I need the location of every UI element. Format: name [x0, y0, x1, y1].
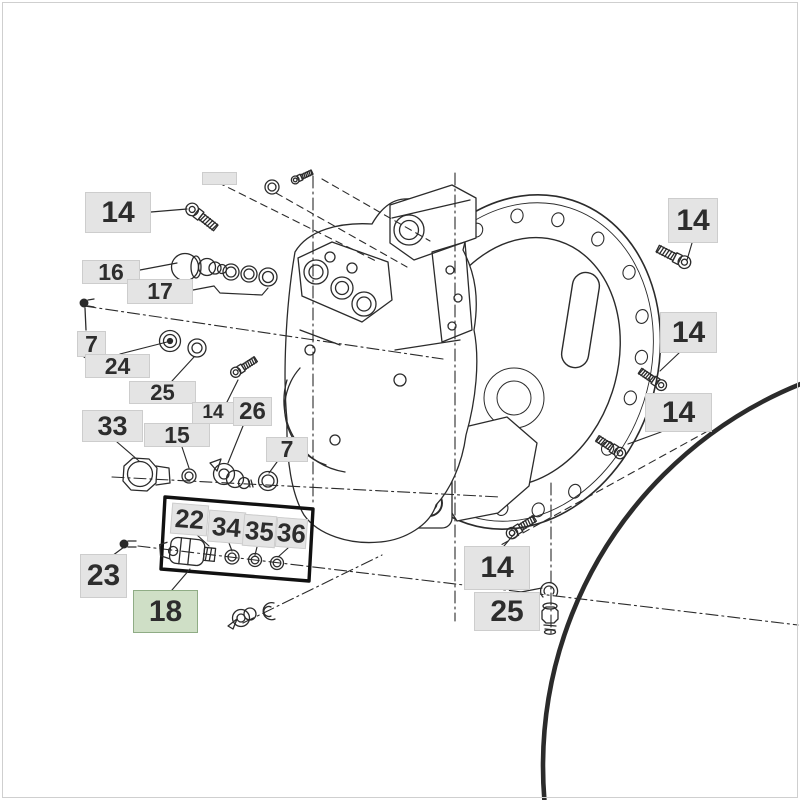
callout-26: 26	[233, 397, 272, 426]
callout-label: 14	[101, 195, 135, 229]
screw-7-top	[80, 299, 94, 330]
callout-14: 14	[464, 546, 530, 590]
ring-15	[182, 469, 196, 483]
callout-label: 36	[275, 516, 308, 549]
callout-25: 25	[474, 592, 540, 631]
callout-7: 7	[266, 436, 308, 462]
callout-label: 14	[671, 315, 706, 349]
callout-label: 34	[210, 510, 243, 543]
o-ring-25-left	[188, 339, 206, 357]
callout-22: 22	[169, 502, 210, 537]
callout-25: 25	[129, 379, 196, 405]
callout-label: 25	[150, 379, 175, 405]
group-box-18	[161, 497, 313, 581]
callout-label: 16	[98, 258, 124, 285]
callout-label: 15	[164, 421, 190, 448]
solenoid-22	[158, 536, 216, 568]
callout-label: 23	[86, 559, 121, 592]
sensor-bottom-left	[228, 603, 275, 629]
hex-plug-33	[123, 458, 170, 491]
callout-label: 7	[85, 330, 98, 357]
valve-block	[298, 242, 392, 322]
callout-label: 14	[480, 551, 514, 584]
callout-label: 14	[661, 395, 696, 429]
washer-24	[160, 331, 181, 352]
callout-label: 14	[676, 203, 710, 237]
large-gasket-circle	[543, 354, 800, 800]
callout-label: 24	[104, 352, 131, 379]
callout-label: 14	[202, 402, 224, 423]
o-ring-36	[271, 557, 284, 570]
callout-14: 14	[660, 312, 717, 353]
screw-23	[120, 540, 136, 548]
callout-label: 25	[490, 594, 524, 628]
o-ring-7-mid	[259, 472, 278, 491]
callout-23: 23	[80, 554, 127, 598]
callout-label: 22	[173, 502, 206, 536]
side-plate	[432, 242, 472, 342]
explode-path-lines	[207, 177, 706, 556]
callout-17: 17	[127, 278, 193, 304]
snap-ring-25-bottom	[541, 583, 558, 597]
callout-14: 14	[645, 393, 712, 432]
snap-ring-top	[265, 180, 279, 194]
callout-label: 17	[147, 278, 173, 304]
callout-blank	[202, 172, 237, 185]
callout-36: 36	[274, 516, 309, 550]
callout-label: 26	[239, 397, 266, 425]
callout-35: 35	[241, 513, 278, 549]
callout-label: 33	[97, 410, 128, 441]
callout-24: 24	[85, 352, 150, 379]
callout-34: 34	[206, 509, 247, 545]
callout-label: 18	[148, 594, 183, 628]
callout-18: 18	[133, 590, 198, 633]
callout-14: 14	[192, 402, 234, 424]
fitting-25-bottom	[542, 603, 558, 634]
callout-33: 33	[82, 410, 143, 442]
flange-center-slot	[560, 271, 602, 370]
callout-label: 35	[243, 514, 276, 547]
callout-14: 14	[668, 198, 718, 243]
callout-14: 14	[85, 192, 151, 233]
o-rings-17	[223, 264, 277, 286]
callout-15: 15	[144, 421, 210, 448]
sensor-26	[210, 459, 253, 489]
callout-label: 7	[280, 436, 294, 462]
